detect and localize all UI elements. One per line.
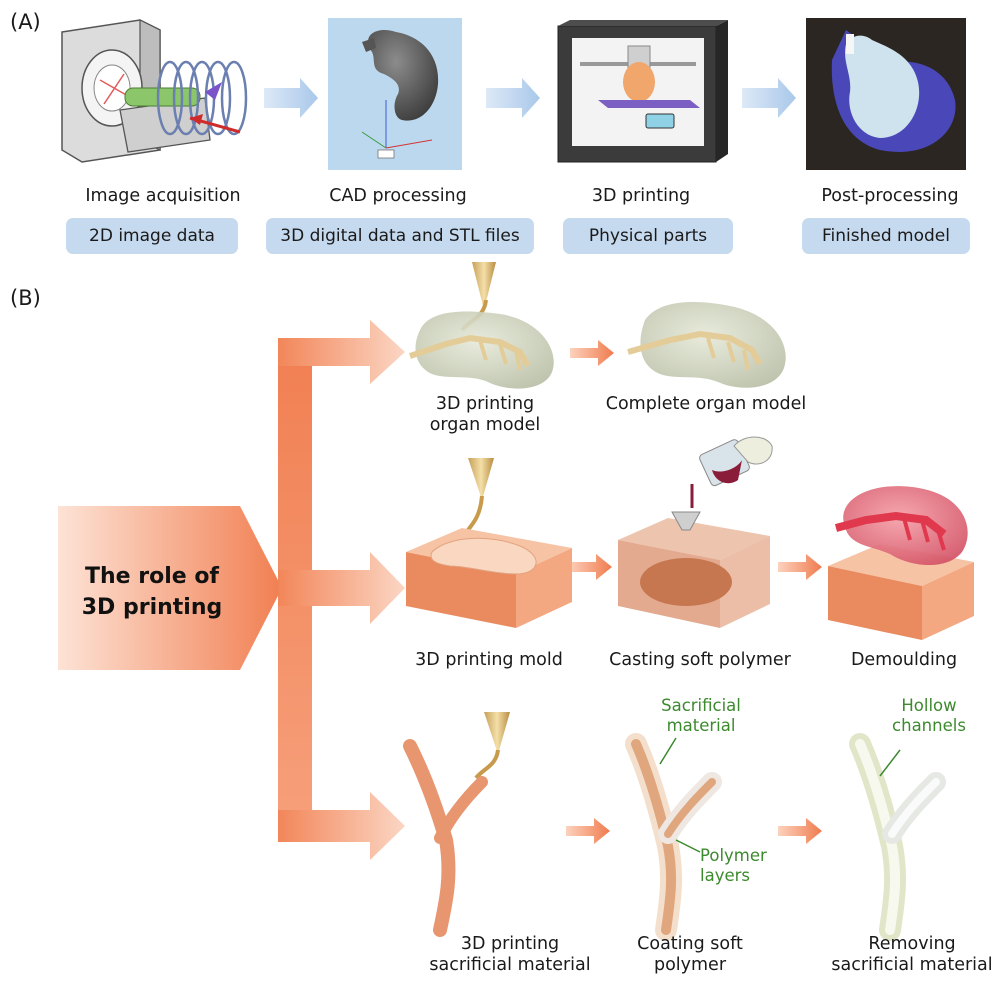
flow-arrow-3 <box>742 78 796 118</box>
caption-printing-organ-model: 3D printing organ model <box>429 394 541 436</box>
organ-printing-illustration <box>409 262 554 389</box>
panel-b-label: (B) <box>10 286 41 310</box>
annotation-hollow-channels: Hollow channels <box>892 696 966 735</box>
panel-a-label: (A) <box>10 10 41 34</box>
step-title-cad: CAD processing <box>329 186 467 206</box>
demoulding-illustration <box>828 486 974 640</box>
role-pentagon <box>58 506 282 670</box>
cad-kidney-illustration <box>328 18 462 170</box>
caption-printing-mold: 3D printing mold <box>415 650 563 670</box>
branch-arrow-row3 <box>278 792 405 860</box>
annotation-sacrificial-material: Sacrificial material <box>661 696 741 735</box>
caption-casting-soft-polymer: Casting soft polymer <box>609 650 791 670</box>
step-title-3d-printing: 3D printing <box>591 186 691 206</box>
role-label-line1: The role of <box>84 564 220 589</box>
complete-organ-illustration <box>627 301 786 388</box>
role-label: The role of 3D printing <box>62 562 242 624</box>
branch-arrow-row1 <box>278 320 405 384</box>
casting-illustration <box>618 436 773 628</box>
step-title-image-acquisition: Image acquisition <box>85 186 241 206</box>
step-arrow-r3a <box>566 818 610 844</box>
caption-coating-soft-polymer: Coating soft polymer <box>637 934 743 976</box>
output-pill-physical: Physical parts <box>563 218 733 254</box>
caption-complete-organ-model: Complete organ model <box>605 394 807 414</box>
step-arrow-r1 <box>570 340 614 366</box>
branch-arrow-row2 <box>278 552 405 624</box>
output-pill-2d-image: 2D image data <box>66 218 238 254</box>
role-label-line2: 3D printing <box>81 594 223 620</box>
flow-arrow-2 <box>486 78 540 118</box>
coating-illustration <box>625 733 722 941</box>
output-pill-3d-digital: 3D digital data and STL files <box>266 218 534 254</box>
ct-scanner-illustration <box>61 19 248 163</box>
flow-arrow-1 <box>264 78 318 118</box>
caption-printing-sacrificial: 3D printing sacrificial material <box>429 934 591 976</box>
mold-printing-illustration <box>406 458 572 628</box>
finished-model-photo <box>806 18 966 170</box>
step-arrow-r3b <box>778 818 822 844</box>
3d-printer-illustration <box>557 20 728 163</box>
caption-removing-sacrificial: Removing sacrificial material <box>831 934 993 976</box>
step-arrow-r2a <box>568 554 612 580</box>
step-title-post-processing: Post-processing <box>821 186 959 206</box>
output-pill-finished: Finished model <box>802 218 970 254</box>
hollow-channel-illustration <box>849 733 946 941</box>
annotation-polymer-layers: Polymer layers <box>700 846 767 885</box>
sacrificial-printing-illustration <box>403 712 510 937</box>
step-arrow-r2b <box>778 554 822 580</box>
caption-demoulding: Demoulding <box>850 650 958 670</box>
